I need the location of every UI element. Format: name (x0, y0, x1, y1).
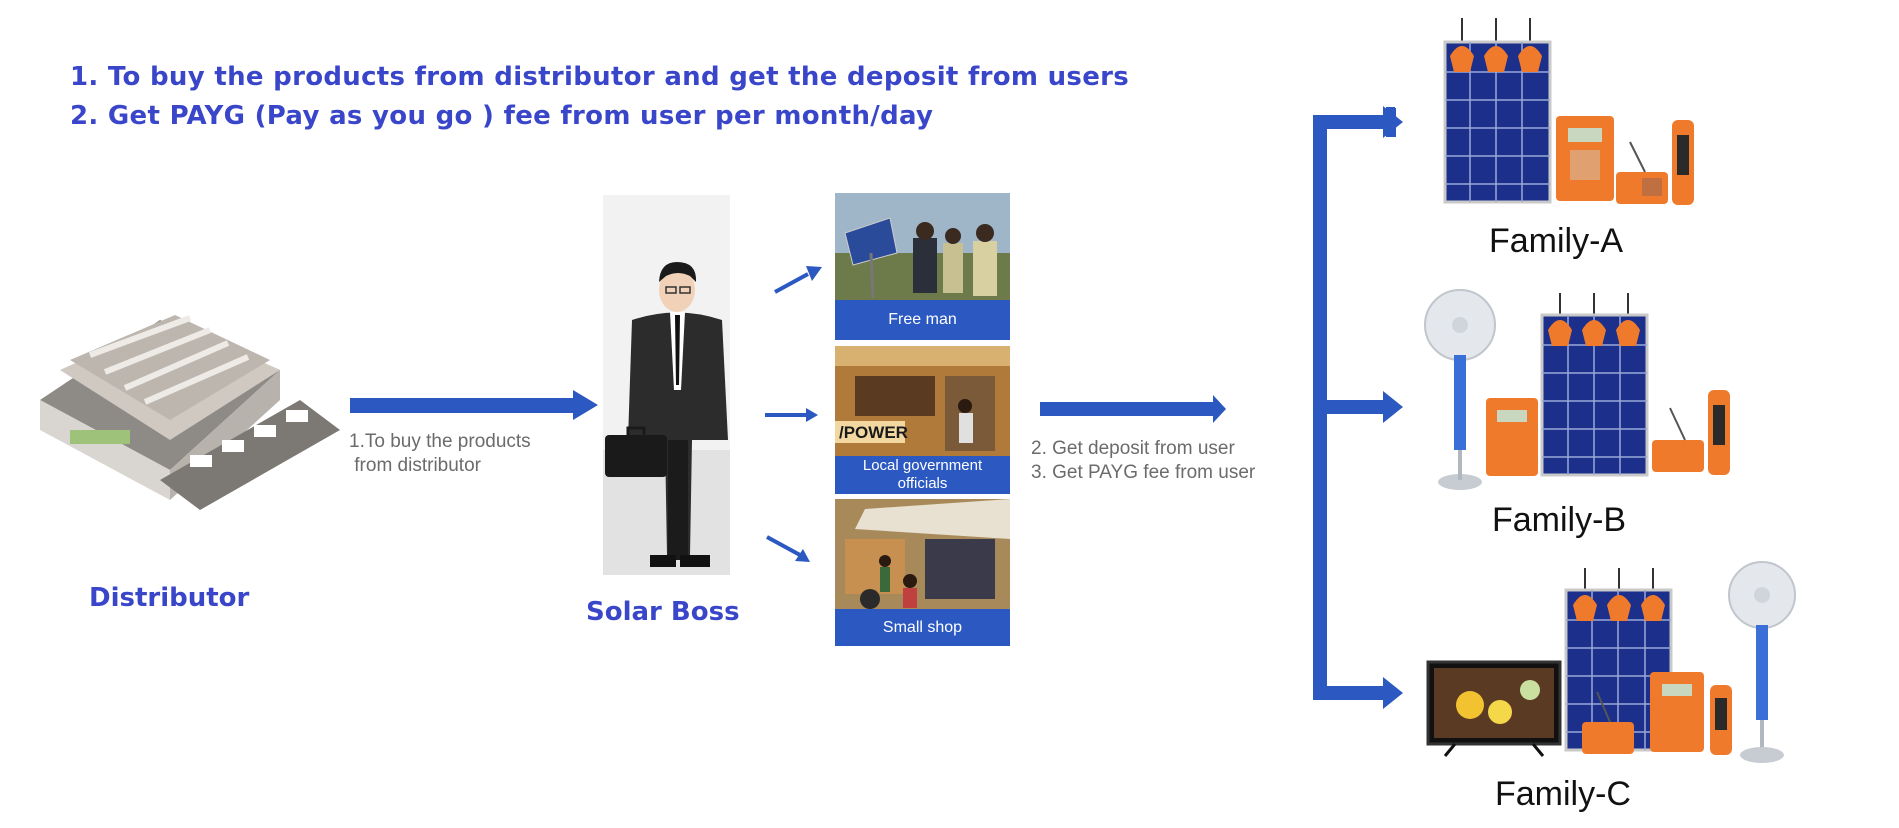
arrow-to-free-man (774, 266, 822, 294)
solar-boss-label: Solar Boss (586, 597, 740, 627)
officials-caption: Local government officials (835, 456, 1010, 494)
customer-card-small-shop: Small shop (835, 499, 1010, 646)
businessman-icon (603, 195, 730, 575)
customer-card-officials: /POWER Local government officials (835, 346, 1010, 494)
small-shop-caption: Small shop (835, 609, 1010, 646)
arrow-to-boss (350, 390, 598, 420)
free-man-photo (835, 193, 1010, 303)
family-a-products (1443, 18, 1694, 205)
small-shop-photo (835, 499, 1010, 609)
free-man-caption: Free man (835, 300, 1010, 340)
family-c-label: Family-C (1495, 775, 1631, 813)
arrow-to-officials (765, 408, 818, 422)
instruction-line-2: 2. Get PAYG (Pay as you go ) fee from us… (70, 101, 934, 131)
officials-photo: /POWER (835, 346, 1010, 456)
customer-card-free-man: Free man (835, 193, 1010, 340)
warehouse-icon (40, 315, 340, 510)
buy-from-distributor-note: 1.To buy the products from distributor (349, 431, 531, 476)
family-b-products (1424, 289, 1730, 490)
deposit-payg-note: 2. Get deposit from user 3. Get PAYG fee… (1031, 438, 1256, 483)
family-bracket-arrows (1313, 106, 1403, 709)
power-sign-text: /POWER (839, 423, 908, 442)
arrow-to-families (1040, 395, 1226, 423)
family-b-label: Family-B (1492, 501, 1627, 539)
instruction-line-1: 1. To buy the products from distributor … (70, 62, 1130, 92)
family-c-products (1426, 561, 1796, 763)
arrow-to-small-shop (766, 535, 810, 562)
distributor-label: Distributor (89, 583, 250, 613)
family-a-label: Family-A (1489, 222, 1624, 260)
